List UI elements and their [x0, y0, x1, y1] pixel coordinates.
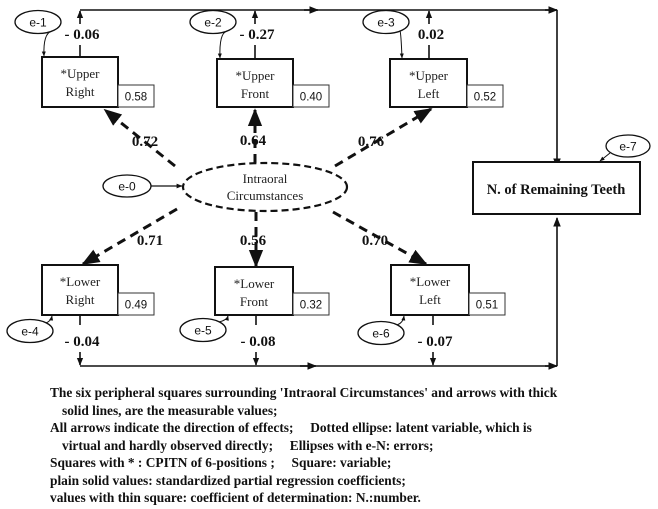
- indicator-label-line1: *Upper: [61, 66, 101, 81]
- error-e5: e-5: [179, 315, 229, 343]
- error-label: e-1: [29, 16, 47, 30]
- path-coefficient: - 0.06: [65, 27, 100, 43]
- indicator-label-line2: Right: [66, 292, 95, 307]
- indicator-label-line2: Right: [66, 84, 95, 99]
- latent-node: Intraoral Circumstances: [181, 161, 349, 213]
- error-label: e-5: [194, 324, 212, 338]
- error-e6: e-6: [357, 315, 406, 346]
- indicator-label-line1: *Upper: [236, 68, 276, 83]
- error-ellipse: [357, 320, 405, 346]
- error-arrow: [45, 315, 54, 324]
- r2-box: [117, 292, 155, 316]
- error-ellipse: [6, 318, 54, 344]
- loading-arrow: [81, 207, 178, 266]
- error-label: e-4: [21, 325, 39, 339]
- indicator-box: [41, 264, 119, 316]
- path-coefficient: - 0.04: [65, 334, 100, 350]
- error-arrow: [399, 30, 404, 59]
- error-arrow: [396, 315, 406, 326]
- r2-box: [466, 84, 504, 108]
- indicator-label-line1: *Lower: [410, 274, 451, 289]
- indicator-label-line2: Left: [418, 86, 440, 101]
- indicator-label-line2: Front: [240, 294, 269, 309]
- caption-line: Squares with * : CPITN of 6-positions ; …: [50, 455, 392, 470]
- indicator-box: [390, 264, 470, 316]
- loading-value: 0.71: [137, 233, 163, 249]
- indicator-box: [216, 58, 294, 108]
- error-arrow: [218, 315, 229, 323]
- error-label: e-3: [377, 16, 395, 30]
- loading-value: 0.72: [132, 134, 158, 150]
- indicator-label-line1: *Lower: [234, 276, 275, 291]
- error-ellipse: [179, 317, 227, 343]
- caption-line: All arrows indicate the direction of eff…: [50, 420, 532, 435]
- error-ellipse: [362, 9, 410, 35]
- indicator-box: [41, 56, 119, 108]
- error-e1: e-1: [14, 9, 62, 57]
- path-coefficient: - 0.27: [240, 27, 275, 43]
- indicator-label-line2: Left: [419, 292, 441, 307]
- caption-line: solid lines, are the measurable values;: [62, 402, 278, 418]
- outcome-label: N. of Remaining Teeth: [487, 182, 626, 198]
- outcome-node: N. of Remaining Teeth: [472, 161, 641, 215]
- loading-arrow: [334, 107, 433, 168]
- r2-box: [117, 84, 155, 108]
- latent-label-line1: Intraoral: [243, 171, 288, 186]
- error-label: e-6: [372, 327, 390, 341]
- r2-value: 0.58: [125, 92, 147, 104]
- indicator-label-line1: *Lower: [60, 274, 101, 289]
- loading-arrow: [332, 210, 428, 266]
- error-arrow: [41, 30, 53, 57]
- path-coefficient: - 0.07: [418, 334, 453, 350]
- error-e2: e-2: [189, 9, 237, 59]
- loading-value: 0.64: [240, 133, 267, 149]
- r2-value: 0.32: [300, 300, 322, 312]
- r2-box: [292, 84, 330, 108]
- loading-value: 0.76: [358, 134, 385, 150]
- loading-value: 0.56: [240, 233, 267, 249]
- r2-box: [468, 292, 506, 316]
- r2-box: [292, 292, 330, 316]
- indicator-label-line2: Front: [241, 86, 270, 101]
- caption-line: virtual and hardly observed directly; El…: [62, 437, 434, 453]
- figure-caption: The six peripheral squares surrounding '…: [50, 384, 650, 507]
- sem-diagram: N. of Remaining Teeth e-7 Intraoral Circ…: [6, 6, 651, 370]
- indicator-label-line1: *Upper: [409, 68, 449, 83]
- error-label: e-2: [204, 16, 222, 30]
- caption-line: values with thin square: coefficient of …: [50, 490, 421, 505]
- error-arrow: [217, 30, 228, 59]
- svg-text:e-7: e-7: [619, 140, 637, 154]
- loading-value: 0.70: [362, 233, 388, 249]
- error-e0: e-0: [102, 174, 183, 198]
- indicator-box: [214, 266, 294, 316]
- error-e7: e-7: [599, 134, 651, 162]
- indicator-box: [389, 58, 468, 108]
- error-ellipse: [189, 9, 237, 35]
- r2-value: 0.40: [300, 92, 322, 104]
- error-ellipse: [14, 9, 62, 35]
- bottom-collector-path: [80, 217, 561, 370]
- caption-line: plain solid values: standardized partial…: [50, 472, 406, 488]
- r2-value: 0.52: [474, 92, 496, 104]
- error-e3: e-3: [362, 9, 410, 59]
- error-e4: e-4: [6, 315, 54, 344]
- path-coefficient: 0.02: [418, 27, 444, 43]
- caption-line: The six peripheral squares surrounding '…: [50, 385, 558, 400]
- r2-value: 0.49: [125, 300, 147, 312]
- path-coefficient: - 0.08: [241, 334, 276, 350]
- top-collector-path: [80, 6, 561, 168]
- latent-label-line2: Circumstances: [227, 188, 304, 203]
- r2-value: 0.51: [476, 300, 498, 312]
- svg-text:e-0: e-0: [118, 180, 136, 194]
